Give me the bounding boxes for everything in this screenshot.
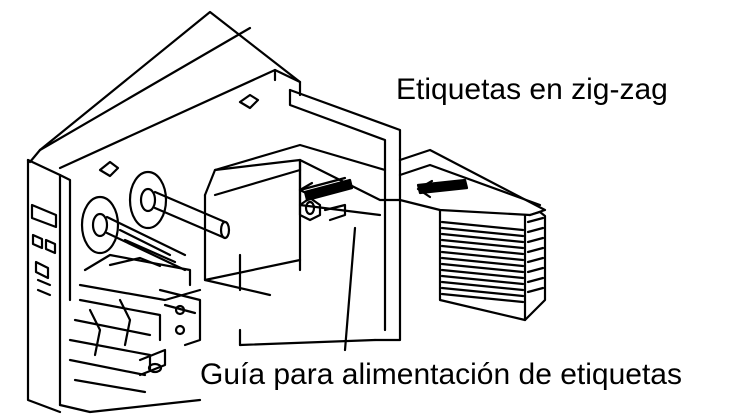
label-feed-guide-caption: Guía para alimentación de etiquetas <box>200 358 682 391</box>
label-web <box>203 143 402 297</box>
fanfold-stack <box>398 148 547 322</box>
guide-leader-line <box>343 226 357 352</box>
print-mechanism <box>68 253 202 394</box>
fanfold-labels-caption: Etiquetas en zig-zag <box>396 73 668 106</box>
spindles <box>80 170 231 272</box>
